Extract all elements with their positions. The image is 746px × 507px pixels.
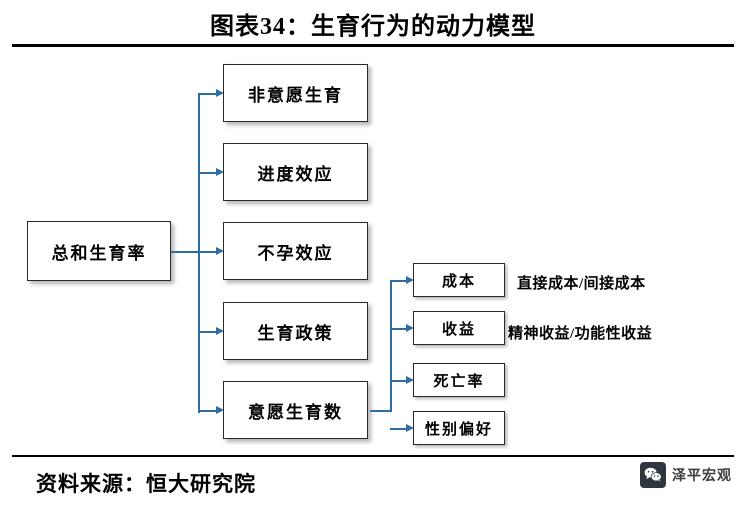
connector-root-stub: [170, 251, 200, 253]
annotation-cost: 直接成本/间接成本: [517, 276, 646, 292]
connector-leaf-1: [390, 280, 408, 282]
connector-spine: [198, 93, 200, 413]
node-leaf-gender-preference[interactable]: 性别偏好: [413, 411, 505, 445]
connector-branch-2: [198, 172, 218, 174]
arrow-branch-5: [216, 405, 224, 414]
node-root[interactable]: 总和生育率: [27, 221, 171, 281]
node-branch-1[interactable]: 非意愿生育: [223, 64, 368, 122]
arrow-branch-3: [216, 246, 224, 255]
connector-branch-4: [198, 331, 218, 333]
arrow-leaf-3: [406, 375, 414, 384]
node-leaf-benefit[interactable]: 收益: [413, 311, 505, 345]
connector-leaf-4: [390, 428, 408, 430]
node-leaf-mortality[interactable]: 死亡率: [413, 363, 505, 397]
arrow-leaf-2: [406, 323, 414, 332]
arrow-branch-4: [216, 326, 224, 335]
node-branch-3[interactable]: 不孕效应: [223, 222, 368, 280]
node-branch-5[interactable]: 意愿生育数: [223, 381, 368, 439]
annotation-benefit: 精神收益/功能性收益: [508, 326, 653, 342]
node-leaf-cost[interactable]: 成本: [413, 263, 505, 297]
watermark-label: 泽平宏观: [672, 469, 732, 484]
connector-leaf-stub: [370, 410, 392, 412]
arrow-branch-2: [216, 167, 224, 176]
arrow-leaf-1: [406, 275, 414, 284]
wechat-logo-icon: [640, 462, 666, 488]
arrow-leaf-4: [406, 423, 414, 432]
connector-leaf-2: [390, 328, 408, 330]
title-divider-top: [12, 44, 734, 47]
node-branch-4[interactable]: 生育政策: [223, 302, 368, 360]
page-title: 图表34：生育行为的动力模型: [210, 14, 536, 40]
node-branch-2[interactable]: 进度效应: [223, 143, 368, 201]
source-note: 资料来源：恒大研究院: [36, 472, 256, 496]
connector-branch-3: [198, 251, 218, 253]
watermark: 泽平宏观: [640, 462, 732, 488]
footer-divider: [12, 455, 734, 457]
connector-branch-1: [198, 93, 218, 95]
connector-leaf-spine: [390, 280, 392, 411]
arrow-branch-1: [216, 88, 224, 97]
connector-leaf-3: [390, 380, 408, 382]
connector-branch-5: [198, 410, 218, 412]
